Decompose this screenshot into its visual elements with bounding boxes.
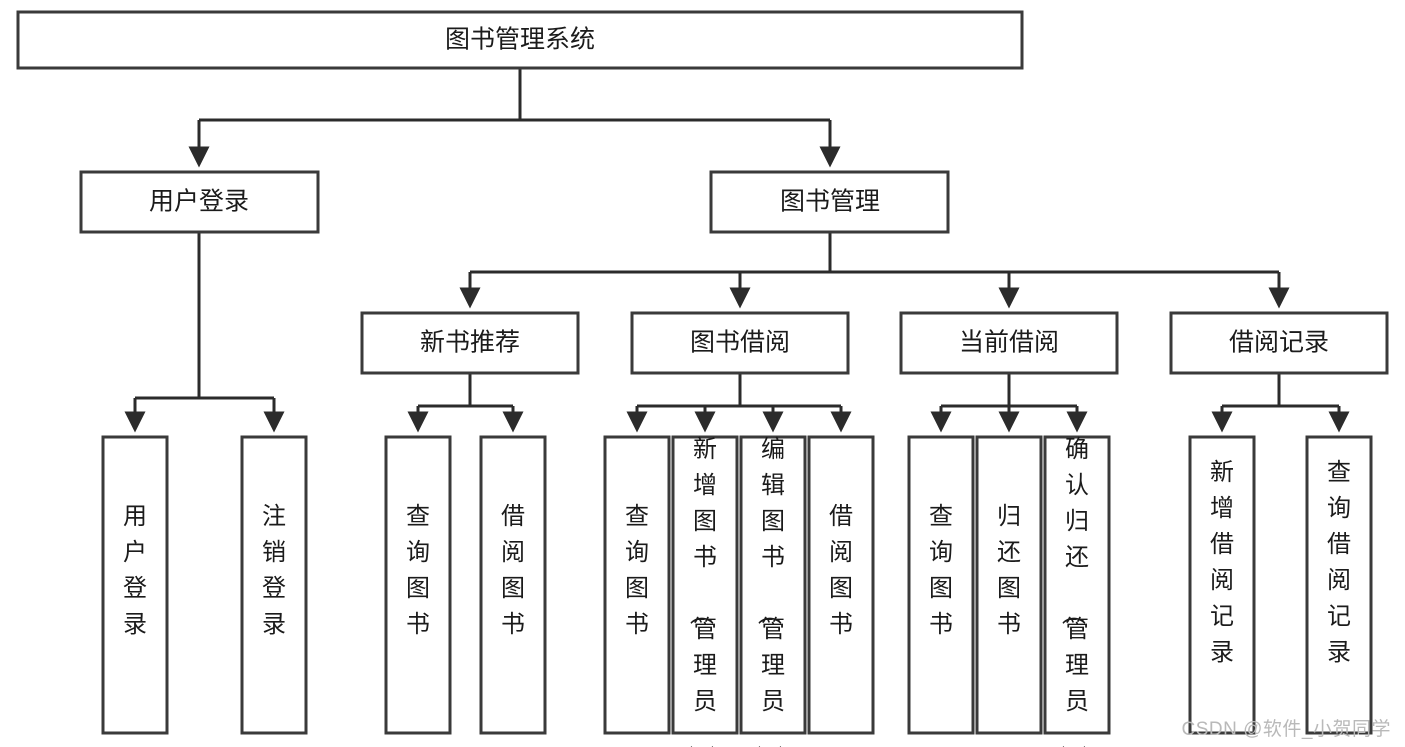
leaf-node[interactable]: 注销登录 bbox=[240, 435, 308, 735]
leaf-label: 用户登录 bbox=[123, 503, 147, 638]
leaf-label: 查询图书 bbox=[929, 503, 953, 638]
node-current-borrow-label: 当前借阅 bbox=[959, 329, 1059, 357]
leaf-node[interactable]: 查询图书 bbox=[384, 435, 452, 735]
leaf-label: 编辑图书（管理员） bbox=[755, 436, 785, 747]
node-book-borrow[interactable]: 图书借阅 bbox=[630, 311, 850, 375]
leaf-node[interactable]: 新增借阅记录 bbox=[1188, 435, 1256, 735]
leaf-label: 查询借阅记录 bbox=[1327, 459, 1351, 666]
node-user-login[interactable]: 用户登录 bbox=[79, 170, 320, 234]
leaf-node[interactable]: 用户登录 bbox=[101, 435, 169, 735]
node-book-borrow-label: 图书借阅 bbox=[690, 329, 790, 357]
node-borrow-record[interactable]: 借阅记录 bbox=[1169, 311, 1389, 375]
leaf-node[interactable]: 编辑图书（管理员） bbox=[739, 435, 807, 747]
node-user-login-label: 用户登录 bbox=[149, 188, 249, 216]
node-root-label: 图书管理系统 bbox=[445, 26, 595, 54]
leaf-label: 新增借阅记录 bbox=[1210, 459, 1234, 666]
leaf-layer: 用户登录 注销登录 查询图书 借阅图书 查询图书 新增图书（管理员） 编辑图书（… bbox=[101, 435, 1373, 747]
leaf-label: 查询图书 bbox=[625, 503, 649, 638]
leaf-node[interactable]: 借阅图书 bbox=[479, 435, 547, 735]
node-borrow-record-label: 借阅记录 bbox=[1229, 329, 1329, 357]
node-book-manage-label: 图书管理 bbox=[780, 188, 880, 216]
connector-layer bbox=[124, 68, 1350, 433]
leaf-label: 查询图书 bbox=[406, 503, 430, 638]
node-root[interactable]: 图书管理系统 bbox=[16, 10, 1024, 70]
leaf-node[interactable]: 借阅图书 bbox=[807, 435, 875, 735]
leaf-node[interactable]: 新增图书（管理员） bbox=[671, 435, 739, 747]
leaf-label: 借阅图书 bbox=[829, 503, 853, 638]
node-new-book-recommend[interactable]: 新书推荐 bbox=[360, 311, 580, 375]
leaf-node[interactable]: 查询图书 bbox=[603, 435, 671, 735]
leaf-node[interactable]: 查询图书 bbox=[907, 435, 975, 735]
leaf-label: 新增图书（管理员） bbox=[687, 436, 717, 747]
csdn-watermark: CSDN @软件_小贺同学 bbox=[1181, 719, 1391, 740]
leaf-node[interactable]: 归还图书 bbox=[975, 435, 1043, 735]
node-book-manage[interactable]: 图书管理 bbox=[709, 170, 950, 234]
leaf-node[interactable]: 查询借阅记录 bbox=[1305, 435, 1373, 735]
leaf-node[interactable]: 确认归还（管理员） bbox=[1043, 435, 1111, 747]
leaf-label: 注销登录 bbox=[262, 503, 286, 638]
leaf-label: 归还图书 bbox=[997, 503, 1021, 638]
leaf-label: 借阅图书 bbox=[501, 503, 525, 638]
node-current-borrow[interactable]: 当前借阅 bbox=[899, 311, 1119, 375]
leaf-label: 确认归还（管理员） bbox=[1059, 436, 1089, 747]
node-new-book-recommend-label: 新书推荐 bbox=[420, 329, 520, 357]
